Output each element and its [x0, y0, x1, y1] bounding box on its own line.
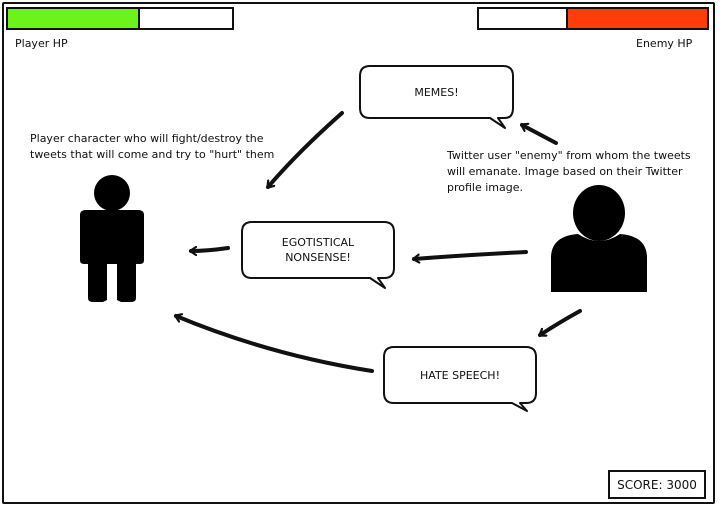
- player-hp-fill: [8, 9, 140, 28]
- person-standing-icon: [80, 175, 144, 302]
- player-note-line: tweets that will come and try to "hurt" …: [30, 148, 275, 161]
- arrow-hate-to-player: [176, 316, 374, 373]
- arrow-ego-to-player: [191, 248, 230, 251]
- enemy-note-line: profile image.: [447, 181, 524, 194]
- enemy-note-line: will emanate. Image based on their Twitt…: [447, 165, 683, 178]
- enemy-note-line: Twitter user "enemy" from whom the tweet…: [447, 149, 691, 162]
- tweet-bubble-hate[interactable]: [383, 346, 537, 412]
- enemy-note: Twitter user "enemy" from whom the tweet…: [447, 148, 691, 196]
- tweet-ego-line: EGOTISTICAL: [281, 236, 355, 249]
- tweet-bubble-memes[interactable]: [359, 65, 514, 129]
- tweet-hate-label: HATE SPEECH!: [420, 368, 500, 382]
- player-note: Player character who will fight/destroy …: [30, 131, 274, 163]
- player-hp-bar: [6, 7, 234, 30]
- arrow-enemy-to-memes: [520, 125, 558, 145]
- enemy-hp-fill: [565, 9, 707, 28]
- player-hp-label: Player HP: [15, 37, 68, 50]
- tweet-memes-label: MEMES!: [414, 85, 459, 99]
- tweet-ego-line: NONSENSE!: [285, 251, 351, 264]
- enemy-hp-bar: [477, 7, 709, 30]
- tweet-text-egotistical: EGOTISTICAL NONSENSE!: [242, 222, 394, 278]
- player-note-line: Player character who will fight/destroy …: [30, 132, 264, 145]
- tweet-text-memes: MEMES!: [360, 66, 513, 118]
- game-frame: [2, 2, 715, 504]
- enemy-hp-label: Enemy HP: [636, 37, 693, 50]
- score-text: SCORE: 3000: [617, 477, 697, 492]
- tweet-bubble-egotistical[interactable]: [241, 221, 395, 289]
- tweet-text-hate: HATE SPEECH!: [384, 347, 536, 403]
- arrow-enemy-to-ego: [414, 250, 528, 259]
- score-box: SCORE: 3000: [608, 470, 706, 499]
- user-avatar-icon: [551, 185, 647, 292]
- arrow-enemy-to-hate: [538, 309, 582, 337]
- arrow-memes-to-player: [266, 111, 344, 189]
